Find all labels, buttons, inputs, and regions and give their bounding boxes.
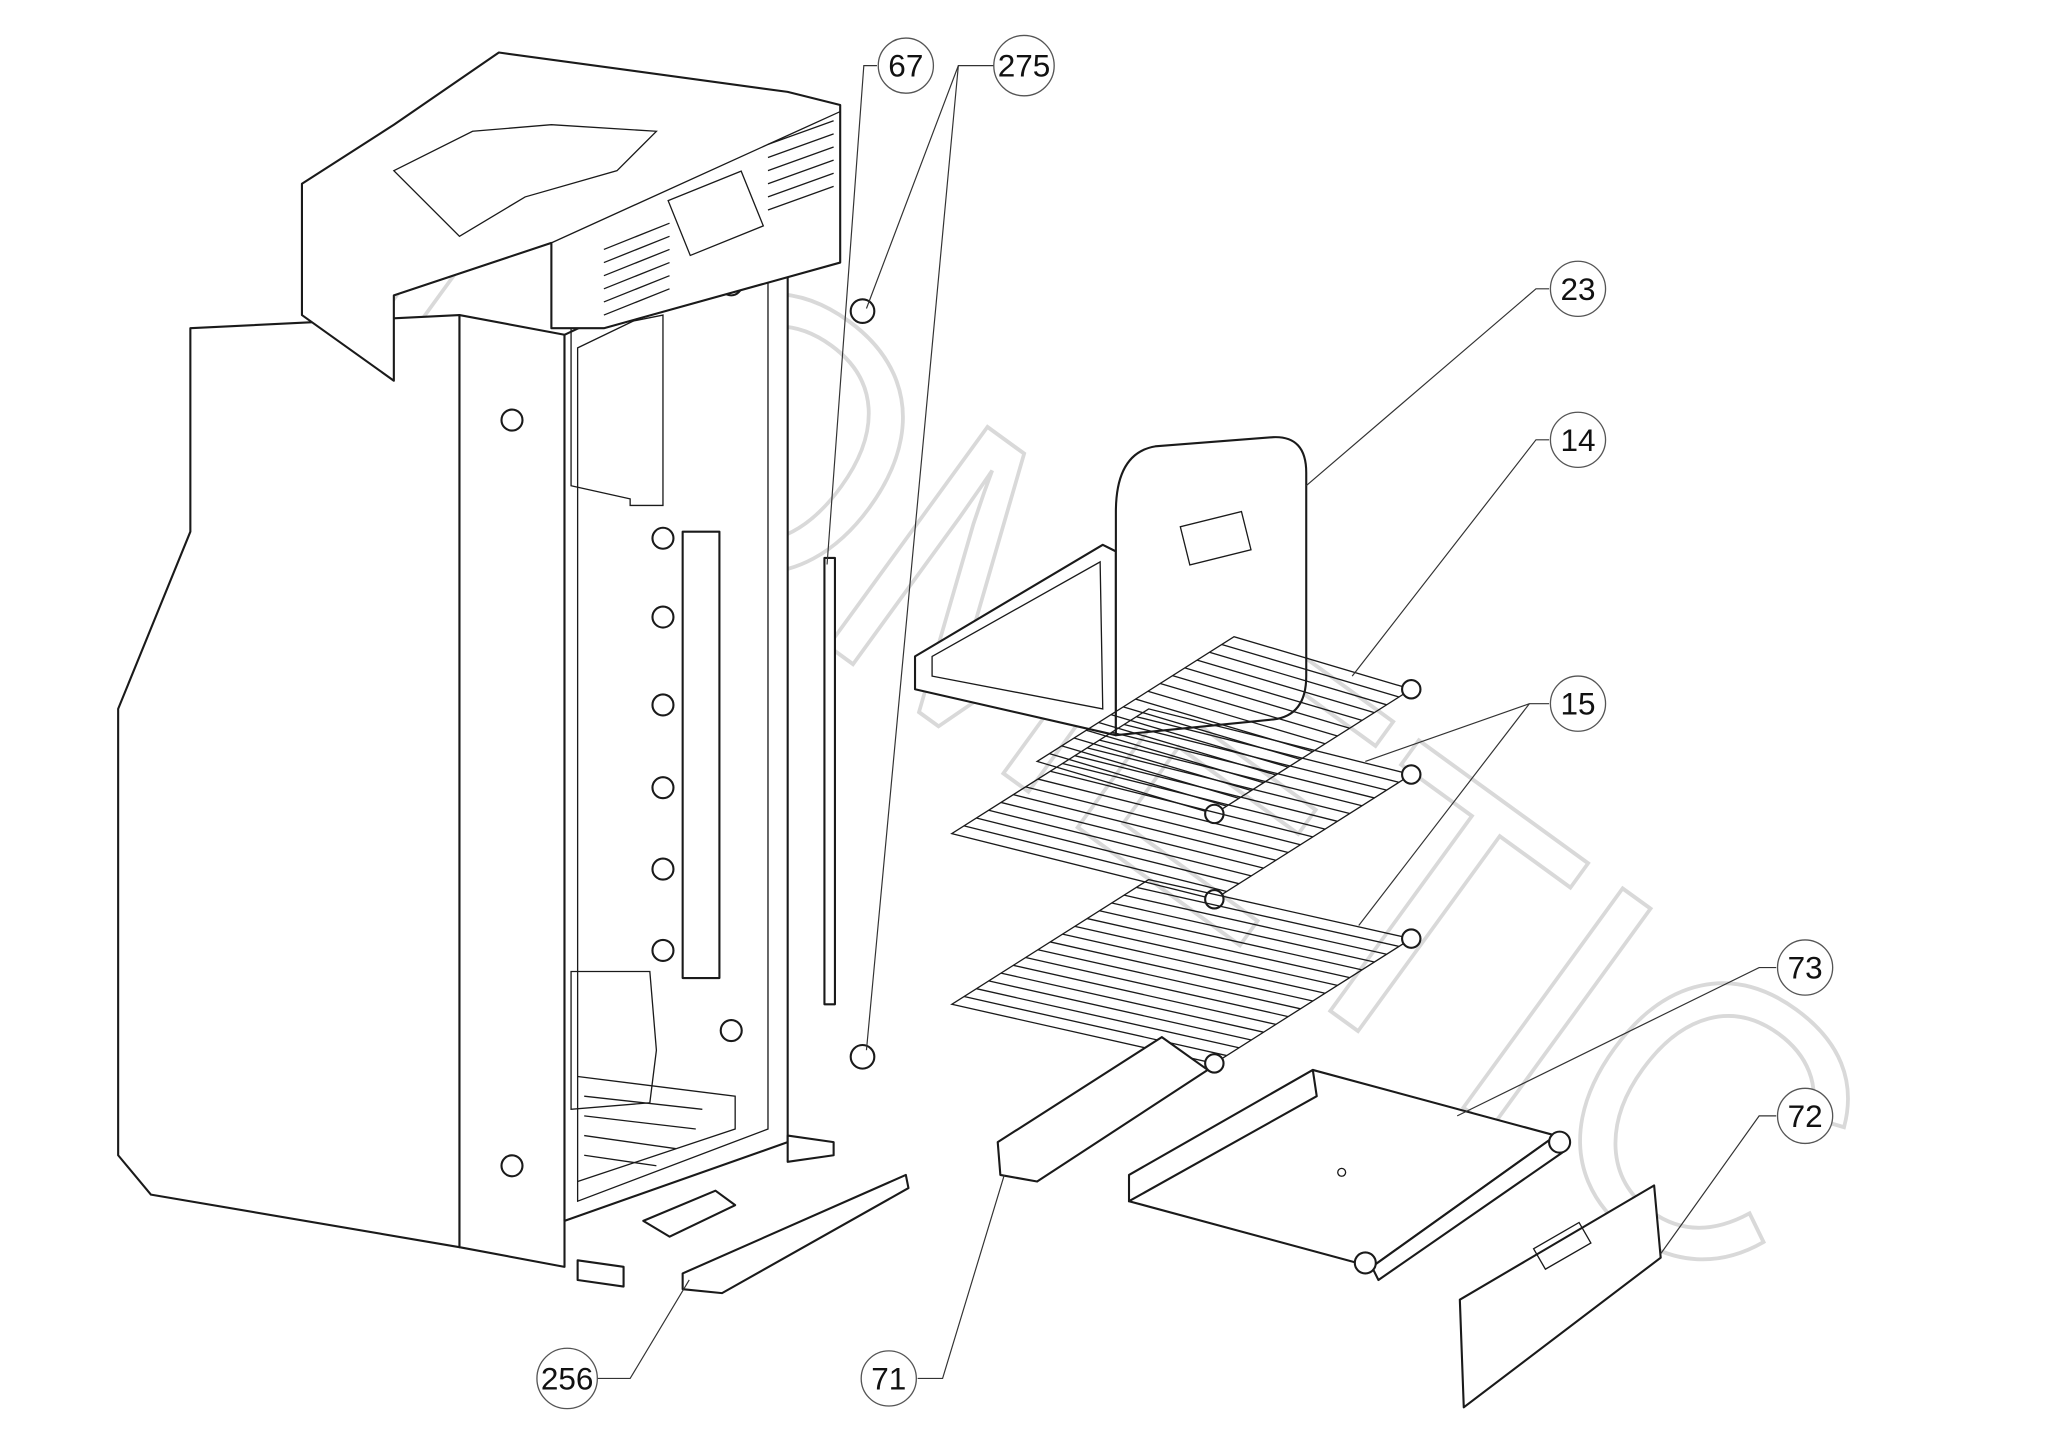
top-cooling-unit xyxy=(300,51,842,382)
callout-bubble xyxy=(1776,939,1834,996)
shelf-wire xyxy=(1111,731,1375,799)
shelf-wire xyxy=(1160,682,1338,737)
shelf-wire xyxy=(1221,643,1400,698)
callout-73: 73 xyxy=(1776,939,1834,996)
shelf-wire xyxy=(1025,786,1289,854)
callout-23: 23 xyxy=(1549,260,1607,318)
callout-14: 14 xyxy=(1549,411,1607,469)
callout-label: 256 xyxy=(541,1360,594,1396)
shelf-wire xyxy=(1196,659,1375,714)
shelf-roller xyxy=(1204,1053,1225,1074)
callout-label: 14 xyxy=(1560,422,1595,458)
callout-label: 73 xyxy=(1788,950,1823,986)
callout-15: 15 xyxy=(1549,675,1607,732)
shelf-wire xyxy=(1037,949,1301,1010)
shelf-wire xyxy=(1136,716,1400,783)
shelf-wire xyxy=(988,809,1252,877)
callout-bubble xyxy=(536,1347,598,1410)
shelf-wire xyxy=(1050,770,1313,838)
shelf-wire xyxy=(1209,651,1387,706)
callout-256: 256 xyxy=(536,1347,598,1410)
wire-shelf-15 xyxy=(950,878,1422,1074)
shelf-wire xyxy=(1037,778,1301,846)
shelf-wire xyxy=(1074,755,1338,822)
shelf-wire xyxy=(1111,902,1375,963)
callout-label: 23 xyxy=(1560,271,1595,307)
callout-bubble xyxy=(1549,411,1607,469)
fridge-cabinet xyxy=(117,228,835,1288)
leader-lines xyxy=(596,65,1777,1380)
shelf-wire xyxy=(1013,794,1277,861)
shelf-wire xyxy=(1025,956,1289,1018)
shelf-wire xyxy=(976,988,1240,1049)
shelf-roller xyxy=(1401,678,1422,700)
floor-mount-bracket xyxy=(642,1173,910,1295)
crisper-floor xyxy=(577,1075,736,1183)
callout-67: 67 xyxy=(877,37,935,94)
shelf-wire xyxy=(1074,925,1338,987)
freezer-compartment xyxy=(913,436,1308,737)
drawer-bracket xyxy=(996,1036,1209,1183)
shelf-wire xyxy=(1000,972,1264,1033)
shelf-wire xyxy=(1013,964,1277,1026)
vent-grille-right xyxy=(767,120,834,211)
callout-72: 72 xyxy=(1776,1087,1834,1145)
shelf-wire xyxy=(1000,801,1264,869)
shelf-wire xyxy=(1087,917,1350,979)
wire-shelf-14 xyxy=(1035,635,1422,825)
shelf-wire xyxy=(1062,762,1326,830)
callout-label: 275 xyxy=(998,48,1051,84)
callout-label: 67 xyxy=(888,48,923,84)
callouts: 67 275 23 14 15 73 72 256 71 xyxy=(536,34,1834,1410)
shelf-roller xyxy=(1401,928,1422,949)
shelf-wire xyxy=(963,825,1227,893)
shelf-wire xyxy=(1062,933,1326,994)
callout-bubble xyxy=(1776,1087,1834,1145)
wire-shelf-15 xyxy=(950,708,1422,910)
shelf-wire xyxy=(976,817,1240,885)
callout-71: 71 xyxy=(860,1350,917,1407)
callout-275: 275 xyxy=(993,34,1055,97)
shelf-wire xyxy=(1099,739,1363,807)
shelf-wire xyxy=(1172,675,1350,729)
callout-bubble xyxy=(877,37,935,94)
callout-label: 72 xyxy=(1788,1098,1823,1134)
drawer xyxy=(1127,1068,1572,1282)
shelf-wire xyxy=(1123,723,1387,791)
shelf-wire xyxy=(1147,690,1326,745)
callout-bubble xyxy=(860,1350,917,1407)
callout-label: 15 xyxy=(1560,686,1595,722)
shelf-wire xyxy=(1184,667,1363,722)
callout-bubble xyxy=(1549,260,1607,318)
callout-bubble xyxy=(993,34,1055,97)
shelf-supports xyxy=(651,526,675,963)
cover-plug xyxy=(849,1043,876,1070)
shelf-wire xyxy=(1099,910,1363,971)
shelf-wire xyxy=(1136,886,1400,948)
shelf-wire xyxy=(1087,747,1350,815)
callout-bubble xyxy=(1549,675,1607,732)
drawer-front-panel xyxy=(1458,1184,1662,1409)
vent-grille-left xyxy=(603,222,670,316)
shelf-wire xyxy=(963,995,1227,1057)
cover-plug xyxy=(849,298,876,324)
shelf-roller xyxy=(1401,764,1422,785)
shelf-wire xyxy=(1050,941,1313,1002)
callout-label: 71 xyxy=(871,1360,906,1396)
shelf-wire xyxy=(988,980,1252,1041)
shelf-wire xyxy=(1123,894,1387,955)
shelves xyxy=(950,635,1422,1074)
door-seal-strip xyxy=(823,556,836,1006)
